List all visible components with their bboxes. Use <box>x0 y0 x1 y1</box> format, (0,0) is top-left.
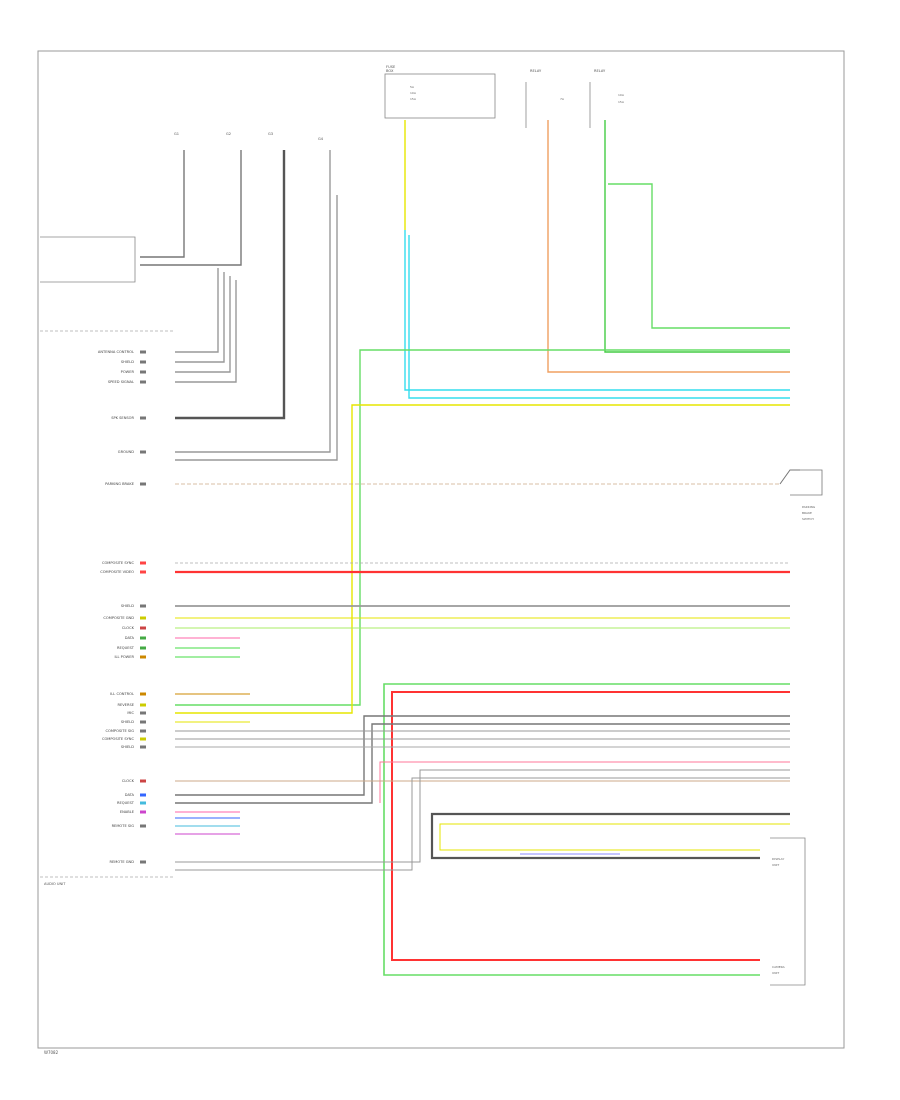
pin-label: MIC <box>127 711 134 715</box>
ground-label-2: G2 <box>226 132 231 136</box>
pin-marker <box>140 360 146 364</box>
relay-left: RELAY 7A <box>525 69 565 128</box>
relay-right-rating-1: 10A <box>618 93 625 97</box>
parking-brake-circuit <box>175 469 823 496</box>
ground-label-1: G1 <box>174 132 179 136</box>
switch-label-3: SWITCH <box>802 517 814 521</box>
pin-marker <box>140 370 146 374</box>
ground-label-4: G4 <box>318 137 324 141</box>
pin-label: SPEED SIGNAL <box>108 380 134 384</box>
pin-marker <box>140 692 146 696</box>
parking-brake-switch-label: PARKING BRAKE SWITCH <box>802 505 816 521</box>
relay-right: RELAY 10A 15A <box>589 69 625 128</box>
fuse-rating-2: 10A <box>410 91 417 95</box>
lower-wires <box>175 683 790 976</box>
pin-marker <box>140 860 146 864</box>
switch-label-2: BRAKE <box>802 511 812 515</box>
pin-marker <box>140 810 146 814</box>
pin-label: CLOCK <box>122 626 135 630</box>
ground-label-3: G3 <box>268 132 273 136</box>
pin-label: SPK SENSOR <box>111 416 134 420</box>
sensor-wires <box>140 150 338 461</box>
left-subunit <box>40 236 175 332</box>
pin-marker <box>140 745 146 749</box>
pin-marker <box>140 729 146 733</box>
pin-label: GROUND <box>118 450 134 454</box>
pin-marker <box>140 561 146 565</box>
pin-marker <box>140 720 146 724</box>
ground-labels: G1 G2 G3 G4 <box>174 132 324 141</box>
pin-label: ENABLE <box>120 810 135 814</box>
footer-code: W7082 <box>44 1050 59 1055</box>
pin-label: CLOCK <box>122 779 135 783</box>
pin-label: COMPOSITE SYNC <box>102 737 135 741</box>
pin-marker <box>140 604 146 608</box>
fuse-rating-3: 15A <box>410 97 417 101</box>
display-label-1: DISPLAY <box>772 857 784 861</box>
switch-label-1: PARKING <box>802 505 816 509</box>
display-label-2: UNIT <box>772 863 779 867</box>
pin-label: REQUEST <box>117 646 135 650</box>
pin-label: ILL POWER <box>114 655 134 659</box>
pin-label: SHIELD <box>121 360 134 364</box>
pin-label: COMPOSITE SYNC <box>102 561 135 565</box>
pin-marker <box>140 626 146 630</box>
pin-label: REMOTE GND <box>109 860 134 864</box>
camera-label-2: UNIT <box>772 971 779 975</box>
pin-marker <box>140 380 146 384</box>
camera-label-1: CAMERA <box>772 965 786 969</box>
pin-label: SHIELD <box>121 745 134 749</box>
pin-marker <box>140 779 146 783</box>
diagram-frame <box>37 50 845 1049</box>
pin-label: REMOTE SIG <box>112 824 135 828</box>
pin-marker <box>140 703 146 707</box>
pin-marker <box>140 801 146 805</box>
relay-left-title: RELAY <box>530 69 542 73</box>
left-unit-label: AUDIO UNIT <box>44 882 66 886</box>
left-pin-labels: ANTENNA CONTROL SHIELD POWER SPEED SIGNAL SP… <box>98 350 146 864</box>
right-unit-box: DISPLAY UNIT CAMERA UNIT <box>770 837 806 986</box>
fuse-box-title: FUSE <box>386 65 396 69</box>
pin-label: COMPOSITE GND <box>103 616 134 620</box>
pin-marker <box>140 793 146 797</box>
pin-marker <box>140 482 146 486</box>
pin-label: ILL CONTROL <box>110 692 134 696</box>
pin-label: REQUEST <box>117 801 135 805</box>
pin-label: PARKING BRAKE <box>105 482 135 486</box>
pin-marker <box>140 570 146 574</box>
pin-label: COMPOSITE SIG <box>105 729 134 733</box>
pin-marker <box>140 711 146 715</box>
relay-left-rating: 7A <box>560 97 565 101</box>
pin-label: SHIELD <box>121 604 134 608</box>
pin-label: ANTENNA CONTROL <box>98 350 134 354</box>
fuse-rating-1: 5A <box>410 85 415 89</box>
pin-label: SHIELD <box>121 720 134 724</box>
fuse-box-subtitle: BOX <box>386 69 394 73</box>
pin-label: POWER <box>121 370 135 374</box>
pin-marker <box>140 416 146 420</box>
pin-label: COMPOSITE VIDEO <box>100 570 134 574</box>
pin-marker <box>140 450 146 454</box>
fuse-box-left: FUSE BOX 5A 10A 15A <box>384 65 496 119</box>
relay-right-title: RELAY <box>594 69 606 73</box>
pin-marker <box>140 646 146 650</box>
relay-right-rating-2: 15A <box>618 100 625 104</box>
pin-label: REVERSE <box>117 703 134 707</box>
pin-marker <box>140 636 146 640</box>
pin-marker <box>140 350 146 354</box>
pin-label: DATA <box>125 636 135 640</box>
pin-marker <box>140 737 146 741</box>
top-wires <box>175 120 790 714</box>
middle-wires <box>175 562 790 658</box>
pin-marker <box>140 824 146 828</box>
pin-marker <box>140 655 146 659</box>
pin-label: DATA <box>125 793 135 797</box>
pin-marker <box>140 616 146 620</box>
